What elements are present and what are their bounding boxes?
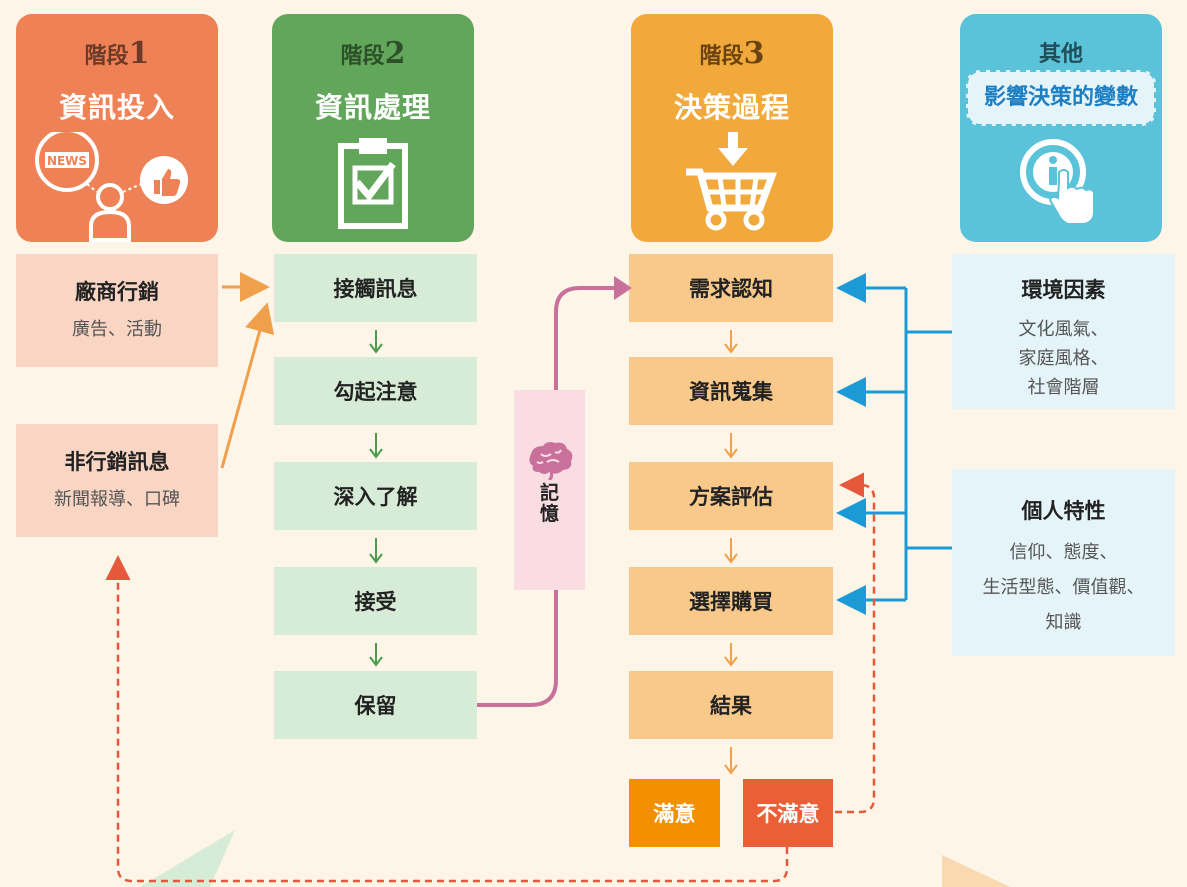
stage1-header: 階段1 資訊投入 NEWS	[16, 14, 218, 242]
other-title: 影響決策的變數	[966, 70, 1156, 126]
memory-label: 記憶	[539, 482, 559, 525]
variable-environment: 環境因素 文化風氣、 家庭風格、 社會階層	[952, 254, 1175, 409]
input-marketing-title: 廠商行銷	[75, 280, 159, 305]
process-step: 接觸訊息	[274, 254, 477, 322]
shopping-cart-icon	[631, 132, 833, 242]
result-satisfied: 滿意	[629, 779, 720, 847]
variable-environment-desc: 文化風氣、 家庭風格、 社會階層	[1018, 319, 1109, 398]
news-person-icon: NEWS	[16, 132, 218, 242]
input-non-marketing-sub: 新聞報導、口碑	[54, 489, 180, 511]
stage3-title: 決策過程	[673, 91, 790, 124]
stage2-title: 資訊處理	[314, 91, 431, 124]
decision-step: 需求認知	[629, 254, 833, 322]
result-unsatisfied: 不滿意	[743, 779, 833, 847]
stage1-label: 階段1	[84, 36, 150, 71]
stage1-title: 資訊投入	[58, 91, 175, 124]
decision-step: 結果	[629, 671, 833, 739]
brain-icon	[529, 442, 573, 480]
variable-personal-desc: 信仰、態度、 生活型態、價值觀、 知識	[982, 542, 1145, 634]
input-marketing-sub: 廣告、活動	[72, 319, 162, 341]
other-label: 其他	[1038, 41, 1083, 67]
process-step: 接受	[274, 567, 477, 635]
variable-personal: 個人特性 信仰、態度、 生活型態、價值觀、 知識	[952, 469, 1175, 656]
news-text: NEWS	[47, 154, 87, 168]
clipboard-check-icon	[272, 132, 474, 242]
memory-line-upper	[554, 286, 616, 390]
memory-arrowhead	[614, 276, 632, 300]
process-step: 深入了解	[274, 462, 477, 530]
decision-step: 選擇購買	[629, 567, 833, 635]
stage2-label: 階段2	[340, 36, 406, 71]
variable-environment-title: 環境因素	[1021, 278, 1106, 302]
variable-arrows	[836, 273, 952, 615]
stage3-label: 階段3	[699, 36, 765, 71]
input-non-marketing: 非行銷訊息 新聞報導、口碑	[16, 424, 218, 537]
process-down-arrows	[369, 330, 383, 667]
info-touch-icon	[960, 132, 1162, 242]
other-header: 其他 影響決策的變數	[960, 14, 1162, 242]
memory-box: 記憶	[514, 390, 585, 590]
process-step: 保留	[274, 671, 477, 739]
input-non-marketing-title: 非行銷訊息	[64, 450, 170, 475]
arrow-non-marketing	[220, 302, 275, 469]
stage2-header: 階段2 資訊處理	[272, 14, 474, 242]
feedback-lines	[105, 472, 876, 883]
memory-line-lower	[477, 590, 558, 707]
stage3-header: 階段3 決策過程	[631, 14, 833, 242]
decision-down-arrows	[724, 330, 738, 775]
decision-step: 方案評估	[629, 462, 833, 530]
decision-step: 資訊蒐集	[629, 357, 833, 425]
input-marketing: 廠商行銷 廣告、活動	[16, 254, 218, 367]
variable-personal-title: 個人特性	[1021, 499, 1106, 523]
process-step: 勾起注意	[274, 357, 477, 425]
